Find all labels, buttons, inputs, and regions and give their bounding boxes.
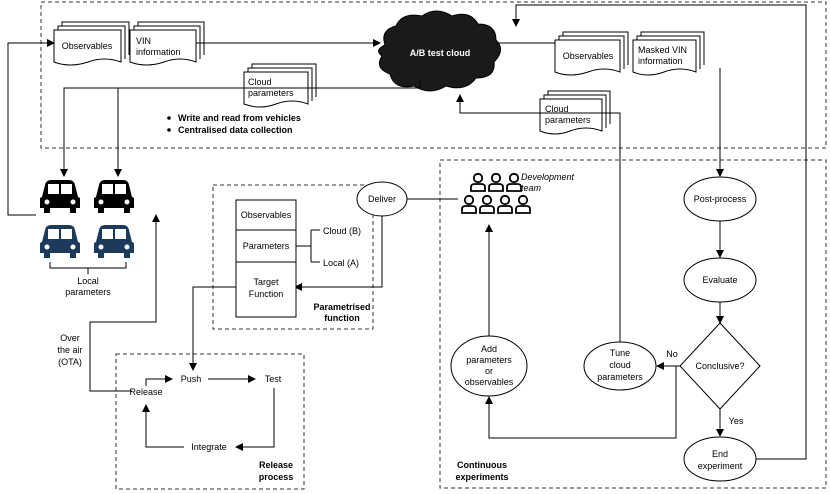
tune-line2: cloud: [609, 360, 631, 370]
car-black-1: [40, 180, 80, 213]
fn-target-line1: Target: [253, 277, 279, 287]
add-line3: or: [485, 366, 493, 376]
continuous-caption-line1: Continuous: [457, 460, 507, 470]
doc-cloud-parameters-mid: Cloud parameters: [539, 90, 611, 135]
car-black-2: [94, 180, 134, 213]
fn-parameters: Parameters: [243, 241, 290, 251]
release-caption-line1: Release: [259, 460, 293, 470]
fn-caption-line1: Parametrised: [313, 302, 370, 312]
release-caption-line2: process: [259, 472, 294, 482]
cloud-bullets: Write and read from vehicles Centralised…: [167, 113, 301, 135]
release-push: Push: [181, 374, 202, 384]
local-params-line1: Local: [77, 276, 99, 286]
continuous-caption-line2: experiments: [455, 472, 508, 482]
release-process-region: [115, 353, 305, 490]
doc-observables-right-label: Observables: [563, 51, 614, 61]
cloud-region: [40, 1, 827, 149]
ota-line3: (OTA): [58, 357, 82, 367]
no-label: No: [666, 349, 678, 359]
arrow-tune-to-cloud: [456, 94, 621, 342]
fn-target-line2: Function: [249, 289, 284, 299]
doc-observables-left-label: Observables: [62, 41, 113, 51]
fn-local-a: Local (A): [323, 258, 359, 268]
doc-cloud-params-top-line2: parameters: [248, 88, 294, 98]
fn-cloud-b: Cloud (B): [323, 226, 361, 236]
function-box: Observables Parameters Target Function C…: [235, 199, 361, 318]
dev-team-line1: Development: [521, 172, 575, 182]
arrow-release-to-push: [145, 375, 173, 386]
doc-cloud-params-mid-line1: Cloud: [545, 104, 569, 114]
ota-line1: Over: [60, 333, 80, 343]
doc-observables-left: Observables: [53, 21, 130, 66]
ota-line2: the air: [57, 345, 82, 355]
bullet-2: Centralised data collection: [178, 125, 293, 135]
end-experiment-node: [683, 436, 757, 482]
local-params-line2: parameters: [65, 287, 111, 297]
doc-vin-line2: information: [136, 47, 181, 57]
tune-line1: Tune: [610, 348, 630, 358]
arrow-integrate-to-release: [142, 404, 184, 448]
continuous-experiments-region: [439, 159, 827, 489]
doc-observables-right: Observables: [554, 31, 629, 76]
doc-masked-vin: Masked VIN information: [632, 31, 705, 76]
end-line2: experiment: [698, 461, 743, 471]
bullet-1: Write and read from vehicles: [178, 113, 301, 123]
arrow-no-to-add: [485, 366, 677, 439]
end-line1: End: [712, 449, 728, 459]
arrow-cloud-to-cars-left: [60, 80, 421, 177]
parametrised-function-region: [212, 184, 374, 330]
dev-team-line2: team: [521, 183, 542, 193]
arrow-deliver-to-function: [294, 216, 383, 291]
arrow-test-to-integrate: [235, 388, 275, 451]
doc-masked-vin-line1: Masked VIN: [638, 45, 687, 55]
doc-cloud-parameters-top: Cloud parameters: [243, 63, 317, 108]
car-blue-1: [40, 225, 80, 258]
car-blue-2: [94, 225, 134, 258]
ab-test-cloud: A/B test cloud: [378, 10, 501, 92]
doc-masked-vin-line2: information: [638, 56, 683, 66]
doc-vin-information: VIN information: [129, 21, 205, 66]
post-process-label: Post-process: [694, 194, 747, 204]
development-team-icon: [461, 172, 531, 214]
fn-caption-line2: function: [324, 313, 360, 323]
arrow-ota-to-cars: [89, 214, 160, 392]
local-params-bracket: [49, 262, 127, 274]
add-line4: observables: [465, 377, 514, 387]
release-integrate: Integrate: [191, 442, 227, 452]
doc-vin-line1: VIN: [136, 36, 151, 46]
add-line2: parameters: [466, 355, 512, 365]
cloud-label: A/B test cloud: [410, 48, 471, 58]
tune-line3: parameters: [597, 372, 643, 382]
add-line1: Add: [481, 344, 497, 354]
arrow-end-to-cloud: [512, 4, 807, 460]
doc-cloud-params-mid-line2: parameters: [545, 115, 591, 125]
fn-observables: Observables: [241, 210, 292, 220]
yes-label: Yes: [729, 416, 744, 426]
release-test: Test: [265, 374, 282, 384]
arrow-function-to-push: [189, 286, 236, 371]
evaluate-label: Evaluate: [702, 275, 737, 285]
arrow-cars-to-observables: [7, 39, 55, 216]
release-release: Release: [129, 387, 162, 397]
doc-cloud-params-top-line1: Cloud: [248, 77, 272, 87]
conclusive-label: Conclusive?: [695, 361, 744, 371]
deliver-label: Deliver: [368, 194, 396, 204]
